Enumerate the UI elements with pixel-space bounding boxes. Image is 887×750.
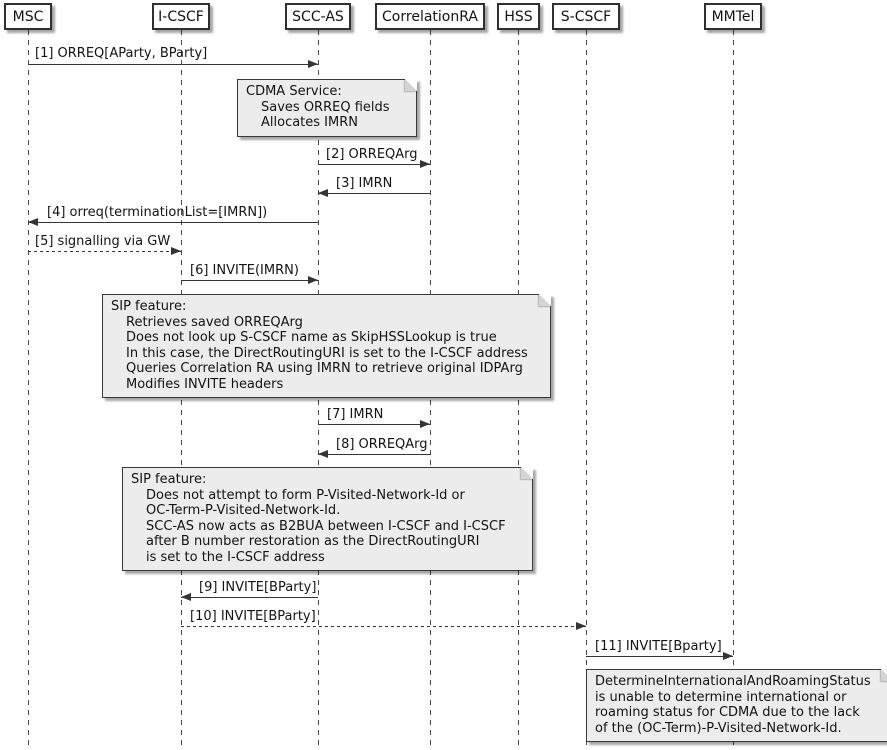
note-line: DetermineInternationalAndRoamingStatus	[595, 674, 871, 689]
message-2-label: [2] ORREQArg	[326, 147, 418, 162]
message-6-line	[181, 276, 318, 284]
message-11-label: [11] INVITE[Bparty]	[595, 639, 722, 654]
message-7-line	[318, 420, 430, 428]
arrowhead-left-icon	[318, 450, 328, 458]
note-sip-feature-1: SIP feature: Retrieves saved ORREQArg Do…	[102, 294, 551, 398]
message-9-line	[181, 593, 318, 601]
note-line: SCC-AS now acts as B2BUA between I-CSCF …	[146, 518, 506, 534]
participant-label: MMTel	[711, 8, 755, 25]
message-4-label: [4] orreq(terminationList=[IMRN])	[47, 205, 268, 220]
arrowhead-right-icon	[723, 652, 733, 660]
note-line: Retrieves saved ORREQArg	[126, 314, 303, 330]
arrowhead-right-icon	[308, 276, 318, 284]
arrowhead-right-icon	[576, 622, 586, 630]
participant-mmtel: MMTel	[704, 3, 762, 30]
arrowhead-left-icon	[318, 189, 328, 197]
participant-label: I-CSCF	[158, 8, 204, 25]
participant-s-cscf: S-CSCF	[552, 3, 620, 30]
note-line: Saves ORREQ fields	[261, 99, 390, 115]
note-line: CDMA Service:	[246, 84, 342, 99]
message-2-line	[318, 160, 430, 168]
message-6-label: [6] INVITE(IMRN)	[190, 263, 299, 278]
message-8-label: [8] ORREQArg	[336, 437, 428, 452]
message-4-line	[28, 218, 318, 226]
arrowhead-right-icon	[308, 60, 318, 68]
note-line: of the (OC-Term)-P-Visited-Network-Id.	[595, 720, 842, 736]
note-line: In this case, the DirectRoutingURI is se…	[126, 345, 528, 361]
participant-label: HSS	[504, 8, 533, 25]
participant-label: MSC	[12, 8, 44, 25]
participant-correlationra: CorrelationRA	[375, 3, 485, 30]
participant-hss: HSS	[497, 3, 540, 30]
message-10-line	[181, 622, 586, 630]
arrowhead-right-icon	[420, 420, 430, 428]
note-cdma-service: CDMA Service: Saves ORREQ fields Allocat…	[237, 79, 417, 137]
note-line: Does not look up S-CSCF name as SkipHSSL…	[126, 330, 497, 345]
participant-scc-as: SCC-AS	[285, 3, 351, 30]
arrowhead-right-icon	[420, 160, 430, 168]
participant-label: SCC-AS	[292, 8, 344, 25]
arrowhead-right-icon	[171, 247, 181, 255]
participant-msc: MSC	[4, 3, 52, 30]
note-roaming-status: DetermineInternationalAndRoamingStatus i…	[586, 669, 887, 742]
participant-label: CorrelationRA	[382, 8, 478, 25]
message-8-line	[318, 450, 430, 458]
arrowhead-left-icon	[181, 593, 191, 601]
note-line: Modifies INVITE headers	[126, 376, 284, 392]
note-line: is set to the I-CSCF address	[146, 549, 325, 565]
message-9-label: [9] INVITE[BParty]	[199, 580, 317, 595]
message-11-line	[586, 652, 733, 660]
note-line: OC-Term-P-Visited-Network-Id.	[146, 503, 341, 518]
message-10-label: [10] INVITE[BParty]	[190, 609, 316, 624]
note-line: Does not attempt to form P-Visited-Netwo…	[146, 487, 465, 503]
participant-i-cscf: I-CSCF	[152, 3, 210, 30]
lifeline-mmtel	[733, 30, 734, 750]
note-line: roaming status for CDMA due to the lack	[595, 705, 860, 720]
note-sip-feature-2: SIP feature: Does not attempt to form P-…	[122, 467, 533, 571]
message-5-label: [5] signalling via GW	[35, 234, 171, 249]
message-1-label: [1] ORREQ[AParty, BParty]	[35, 46, 208, 61]
note-line: Queries Correlation RA using IMRN to ret…	[126, 361, 523, 376]
note-line: SIP feature:	[131, 472, 207, 487]
message-1-line	[28, 60, 318, 68]
note-line: Allocates IMRN	[261, 115, 358, 130]
lifeline-msc	[28, 30, 29, 750]
message-3-label: [3] IMRN	[336, 176, 393, 191]
note-line: is unable to determine international or	[595, 689, 847, 705]
message-7-label: [7] IMRN	[327, 407, 384, 422]
note-line: SIP feature:	[111, 299, 187, 314]
arrowhead-left-icon	[28, 218, 38, 226]
message-5-line	[28, 247, 181, 255]
participant-label: S-CSCF	[560, 8, 612, 25]
lifeline-s-cscf	[586, 30, 587, 750]
message-3-line	[318, 189, 430, 197]
note-line: after B number restoration as the Direct…	[146, 534, 480, 549]
